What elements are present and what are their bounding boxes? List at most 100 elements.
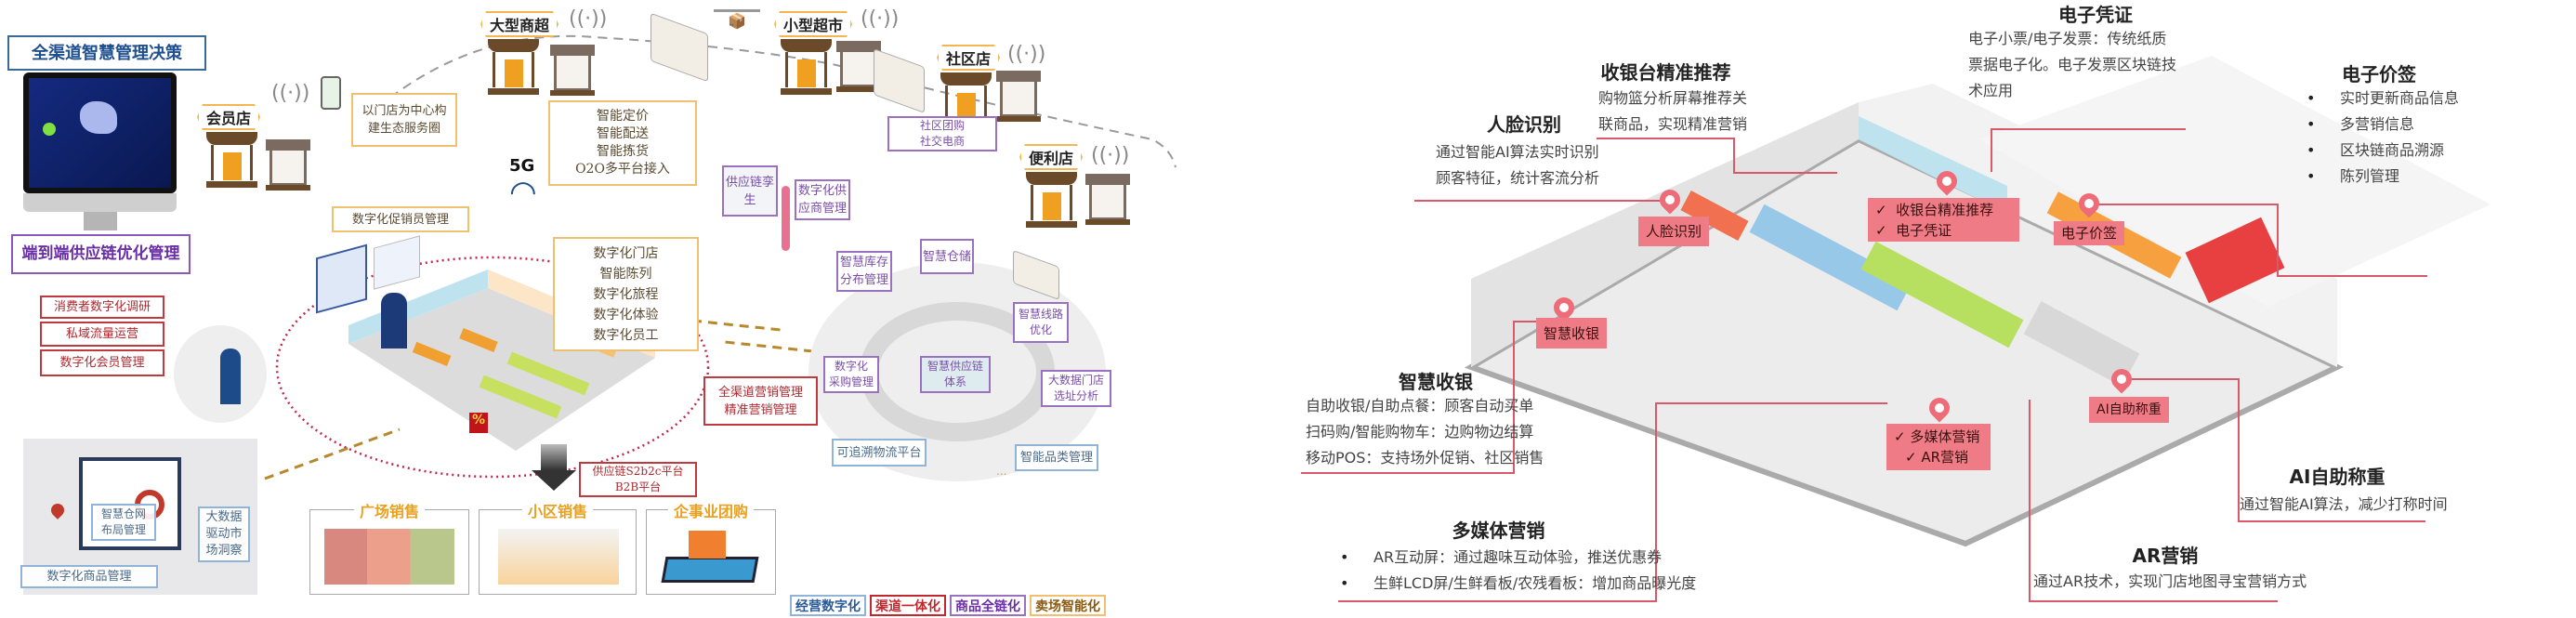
face-recognition-tag: 人脸识别 (1638, 217, 1710, 246)
smart-cashier-desc: 自助收银/自助点餐：顾客自动买单扫码购/智能购物车：边购物边结算移动POS：支持… (1306, 397, 1544, 467)
callout-line (1655, 402, 1887, 404)
callout-line (1513, 321, 1515, 474)
community-stall-illustration (498, 529, 619, 585)
supplier-box: 数字化供应商管理 (795, 179, 850, 220)
store-label-hypermarket: 大型商超 (480, 11, 559, 37)
callout-line (1991, 128, 2186, 130)
ai-weigh-desc: 通过智能AI算法，减少打称时间 (2240, 495, 2448, 513)
member-mgmt-box: 数字化会员管理 (40, 349, 164, 376)
community-box: 社区团购社交电商 (887, 116, 997, 151)
decision-title: 全渠道智慧管理决策 (7, 35, 206, 71)
site-selection-box: 大数据门店选址分析 (1041, 370, 1111, 407)
e-voucher-title: 电子凭证 (2058, 4, 2133, 26)
callout-line (2238, 520, 2425, 522)
legend-item: 渠道一体化 (870, 595, 946, 616)
smart-cashier-tag: 智慧收银 (1536, 318, 1608, 348)
callout-line (1733, 172, 1837, 174)
omnichannel-box: 全渠道营销管理精准营销管理 (703, 376, 818, 426)
supply-system-box: 智慧供应链体系 (920, 356, 991, 393)
wifi-icon: ◠ (509, 174, 537, 211)
signal-icon: ((·)) (569, 7, 608, 31)
face-title: 人脸识别 (1487, 113, 1561, 136)
signal-icon: ((·)) (861, 7, 900, 31)
ai-weigh-tag: AI自助称重 (2089, 397, 2169, 423)
callout-line (1597, 138, 1734, 139)
multimedia-tag: ✓ 多媒体营销 ✓ AR营销 (1886, 424, 1991, 470)
signal-icon: ((·)) (271, 82, 310, 105)
location-pin-icon (48, 501, 67, 519)
network-label: 5G (509, 156, 535, 176)
store-icon (206, 132, 257, 188)
multimedia-title: 多媒体营销 (1452, 519, 1545, 542)
ar-desc: 通过AR技术，实现门店地图寻宝营销方式 (2033, 572, 2307, 590)
check-icon: ✓ (1875, 201, 1887, 218)
warehouse-box: 智慧仓储 (920, 239, 974, 274)
checkout-rec-desc: 购物篮分析屏幕推荐关联商品，实现精准营销 (1598, 89, 1748, 133)
checkout-tag: ✓ 收银台精准推荐 ✓ 电子凭证 (1868, 198, 2019, 242)
check-icon: ✓ (1875, 221, 1887, 239)
analyst-illustration (307, 235, 420, 353)
digital-store-box: 数字化门店智能陈列数字化旅程数字化体验数字化员工 (553, 237, 699, 351)
route-box: 智慧线路优化 (1013, 302, 1069, 343)
store-icon (1026, 172, 1077, 228)
e-voucher-desc: 电子小票/电子发票：传统纸质票据电子化。电子发票区块链技术应用 (1968, 30, 2177, 99)
store-label-member: 会员店 (197, 104, 260, 130)
drone-icon: 📦 (714, 9, 760, 37)
face-desc: 通过智能AI算法实时识别顾客特征，统计客流分析 (1436, 143, 1600, 187)
callout-line (1513, 321, 1541, 322)
warehouse-icon (550, 45, 595, 96)
bigdata-box: 大数据驱动市场洞察 (198, 506, 250, 562)
down-arrow-icon (541, 444, 567, 470)
store-label-convenience: 便利店 (1019, 144, 1083, 170)
legend-item: 商品全链化 (950, 595, 1026, 616)
callout-line (1301, 472, 1515, 474)
callout-line (1655, 402, 1657, 602)
callout-line (2091, 204, 2277, 205)
warehouse-icon (1085, 174, 1130, 225)
ar-title: AR营销 (2132, 545, 2199, 567)
warehouse-network-box: 智慧仓网布局管理 (91, 504, 156, 541)
callout-line (2029, 600, 2278, 602)
callout-line (1991, 128, 1992, 172)
inventory-box: 智慧库存分布管理 (836, 251, 892, 292)
tablet-shopping-icon (661, 557, 759, 583)
procurement-box: 数字化采购管理 (823, 356, 879, 393)
gauge-icon (43, 123, 56, 136)
ai-weigh-title: AI自助称重 (2289, 466, 2385, 488)
supply-twin-box: 供应链孪生 (722, 165, 778, 217)
store-icon (781, 39, 832, 95)
callout-line (1338, 600, 1656, 602)
e-label-title: 电子价签 (2342, 63, 2416, 85)
callout-line (2029, 400, 2031, 602)
store-label-mini-market: 小型超市 (774, 11, 852, 37)
group-buy-card: 企事业团购 (646, 503, 776, 595)
warehouse-icon (996, 71, 1041, 122)
discount-sign-icon: % (469, 413, 488, 433)
community-sales-card: 小区销售 (479, 503, 637, 595)
down-arrow-head-icon (532, 470, 576, 491)
check-icon: ✓ (1894, 428, 1906, 445)
phone-icon (321, 76, 341, 110)
private-traffic-box: 私域流量运营 (40, 322, 164, 347)
monitor-chin (23, 193, 177, 212)
store-icon (488, 39, 539, 95)
callout-line (2238, 378, 2240, 522)
logistics-box: 可追溯物流平台 (832, 439, 927, 467)
callout-line (1414, 200, 1665, 202)
market-stalls-illustration (324, 529, 454, 585)
product-mgmt-box: 数字化商品管理 (20, 565, 158, 588)
ecosystem-box: 以门店为中心构建生态服务圈 (351, 93, 457, 147)
dashboard-monitor (23, 72, 177, 193)
shopper-figure (782, 186, 790, 251)
shopping-bags-icon (689, 531, 726, 559)
store-label-community: 社区店 (937, 45, 1000, 71)
callout-line (1733, 138, 1735, 173)
signal-icon: ((·)) (1007, 43, 1046, 66)
signal-icon: ((·)) (1091, 144, 1130, 167)
supply-chain-title: 端到端供应链优化管理 (11, 234, 191, 274)
promoter-box: 数字化促销员管理 (332, 206, 469, 232)
warehouse-icon (836, 41, 881, 92)
checkout-rec-title: 收银台精准推荐 (1600, 61, 1731, 84)
